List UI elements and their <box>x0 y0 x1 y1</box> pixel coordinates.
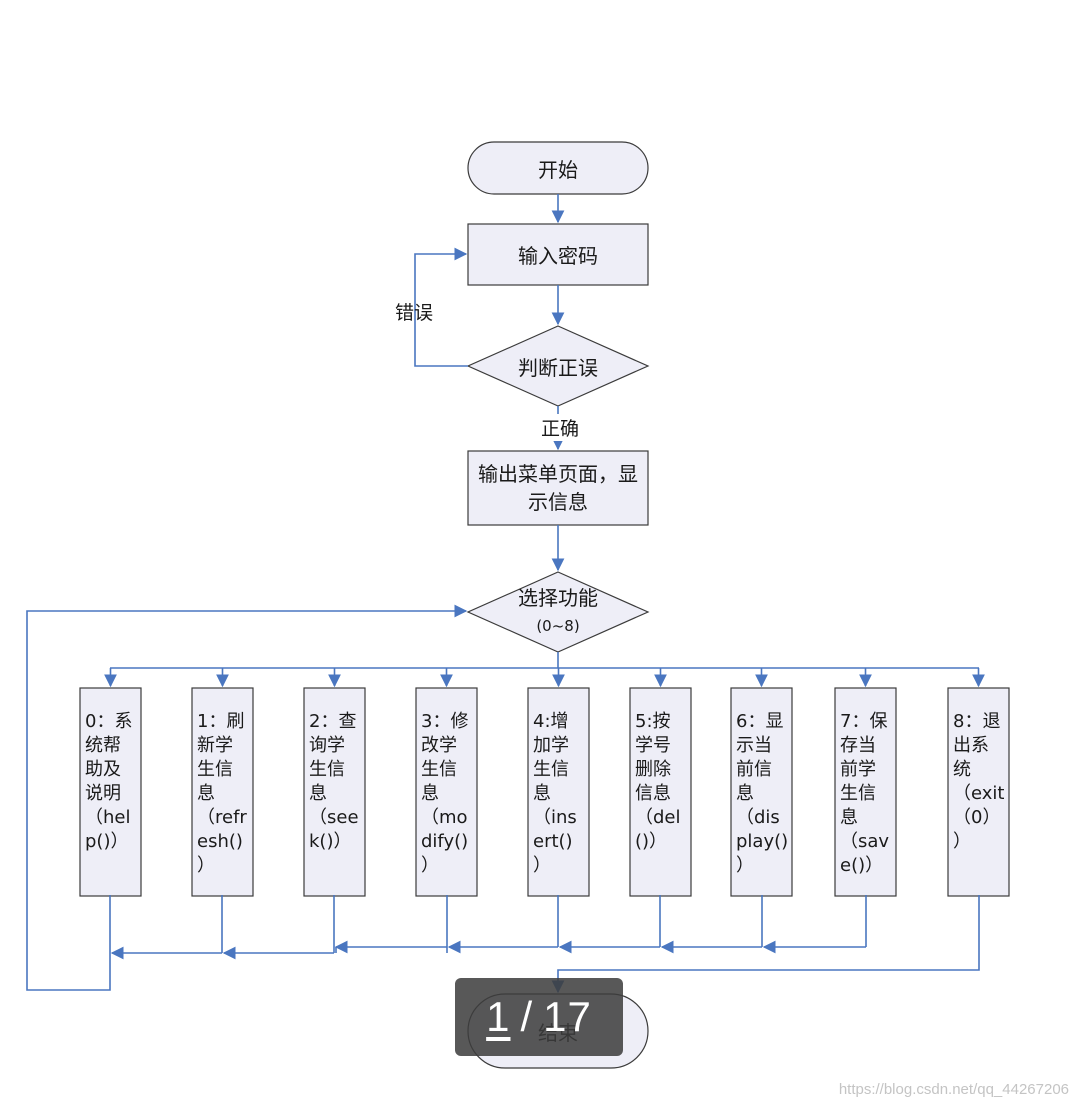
return-lines <box>109 895 867 960</box>
edge-error-loop <box>414 247 468 367</box>
option-label-8: 8：退 出系 统 （exit （0） ） <box>953 711 1005 852</box>
option-label-2: 2：查 询学 生信 息 （see k()） <box>309 711 359 852</box>
menu-output-box <box>467 450 649 526</box>
option-boxes <box>79 687 1010 897</box>
option-label-4: 4:增 加学 生信 息 （ins ert() ） <box>533 711 577 876</box>
check-decision <box>466 325 650 407</box>
option-label-3: 3：修 改学 生信 息 （mo dify() ） <box>421 711 469 876</box>
option-label-0: 0：系 统帮 助及 说明 （hel p()） <box>85 711 133 852</box>
option-label-6: 6：显 示当 前信 息 （dis play() ） <box>736 711 789 876</box>
page-total: 17 <box>543 993 592 1040</box>
option-label-7: 7：保 存当 前学 生信 息 （sav e()） <box>840 711 890 876</box>
option-box-7 <box>834 687 897 897</box>
correct-label: 正确 <box>539 414 582 441</box>
branch-arrows <box>104 668 985 688</box>
option-box-8 <box>947 687 1010 897</box>
page-indicator: 1 / 17 <box>455 978 623 1056</box>
option-box-2 <box>303 687 366 897</box>
option-box-4 <box>527 687 590 897</box>
watermark-url: https://blog.csdn.net/qq_44267206 <box>838 1081 1069 1098</box>
edge-return-loop <box>26 604 468 991</box>
error-label: 错误 <box>395 302 434 324</box>
option-box-3 <box>415 687 478 897</box>
option-box-0 <box>79 687 142 897</box>
edge-exit-to-end <box>551 895 980 994</box>
option-box-1 <box>191 687 254 897</box>
select-decision <box>466 571 650 653</box>
input-password-box <box>467 223 649 286</box>
option-label-1: 1：刷 新学 生信 息 （refr esh() ） <box>197 711 247 876</box>
start-terminal <box>467 141 649 195</box>
option-label-5: 5:按 学号 删除 信息 （del ()） <box>635 711 681 852</box>
page-current: 1 <box>486 993 511 1040</box>
page-separator: / <box>520 993 534 1040</box>
option-box-6 <box>730 687 793 897</box>
